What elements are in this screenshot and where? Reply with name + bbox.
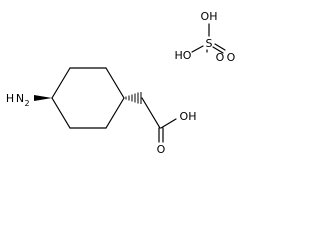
acid-oh-label: OH <box>180 110 197 123</box>
sulfuric-acid: S OH HO O O <box>175 10 236 64</box>
s-oh-left-bond <box>191 45 204 53</box>
sulfur-label: S <box>206 37 213 50</box>
chemical-structure: N H 2 O OH S OH HO O O <box>6 10 236 155</box>
amine-n-label: N <box>16 92 24 105</box>
hydroxyl-bond <box>160 118 177 129</box>
hashed-bond <box>125 92 142 104</box>
amine-group: N H 2 <box>6 92 30 108</box>
left-ho-label: HO <box>175 49 192 62</box>
ring-bond <box>51 97 71 129</box>
amine-h-count: 2 <box>24 99 29 108</box>
ring-bond <box>51 67 71 99</box>
ring-bond <box>105 67 125 99</box>
ring-bond <box>105 97 125 129</box>
ch2-carbon-bond <box>141 97 161 129</box>
cyclohexane-ring <box>51 67 125 129</box>
top-oh-label: OH <box>201 10 218 23</box>
o-down-label: O <box>216 51 225 64</box>
s-o-right-bond <box>214 43 226 51</box>
s-o-right-bond <box>212 46 224 54</box>
amine-h-label: H <box>6 92 14 105</box>
carbonyl-o-label: O <box>157 143 166 155</box>
carboxyl-group: O OH <box>157 110 197 155</box>
o-right-label: O <box>227 51 236 64</box>
amine-wedge-bond <box>34 95 52 101</box>
